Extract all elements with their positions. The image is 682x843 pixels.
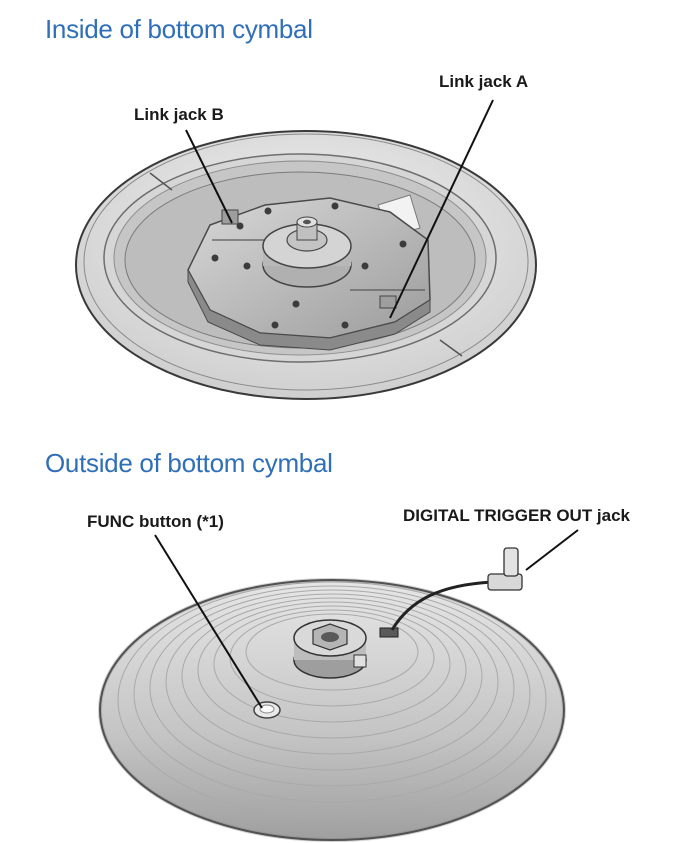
outside-section-title: Outside of bottom cymbal (45, 448, 333, 478)
inside-section-title: Inside of bottom cymbal (45, 14, 313, 44)
link-jack-b-label: Link jack B (134, 105, 224, 124)
digital-trigger-plug (487, 547, 523, 591)
outside-cymbal-body (98, 547, 566, 842)
inside-cymbal-body (75, 130, 537, 400)
func-button-leader (154, 534, 263, 709)
digital-trigger-leader (525, 529, 579, 571)
digital-trigger-out-label: DIGITAL TRIGGER OUT jack (403, 506, 631, 525)
link-jack-a-label: Link jack A (439, 72, 529, 91)
link-jack-a-leader (389, 99, 494, 319)
link-jack-a-port (379, 295, 397, 309)
trigger-cable (390, 580, 493, 631)
link-jack-b-leader (185, 129, 233, 224)
func-button-label: FUNC button (*1) (87, 512, 224, 531)
digital-trigger-out-port (379, 627, 399, 638)
